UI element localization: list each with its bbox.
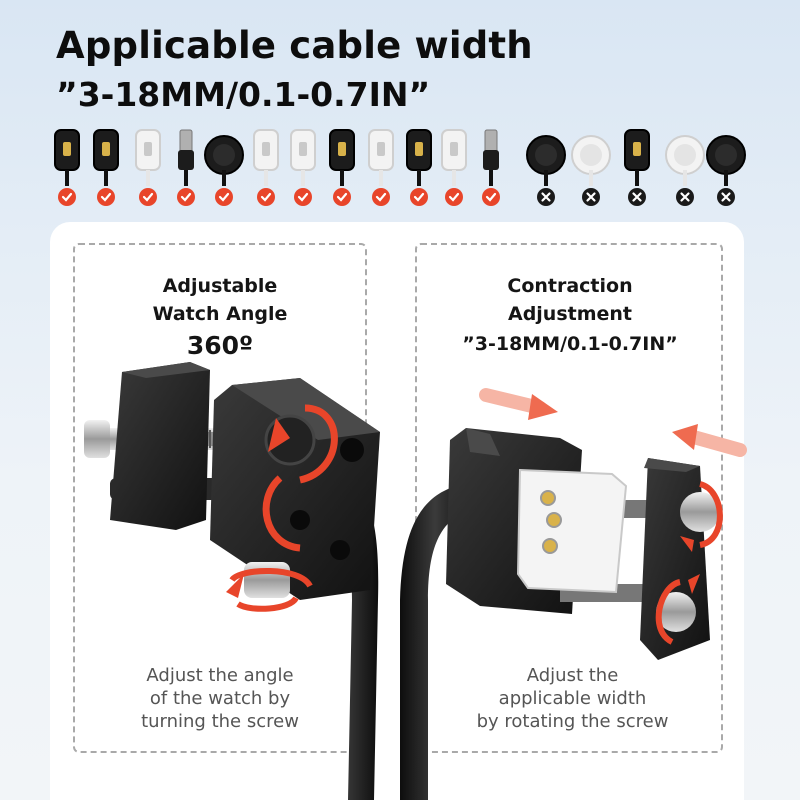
check-badge-icon (410, 188, 428, 206)
left-clamp (84, 362, 380, 612)
large-black-puck-icon (526, 135, 566, 206)
right-caption-line1: Adjust the (526, 665, 619, 686)
white-round-pad-icon (665, 135, 705, 206)
left-caption-line2: of the watch by (149, 688, 291, 709)
left-caption: Adjust the angle of the watch by turning… (100, 664, 340, 733)
check-badge-icon (294, 188, 312, 206)
black-charger-clip-icon (54, 129, 80, 206)
right-caption: Adjust the applicable width by rotating … (430, 664, 715, 733)
right-heading: Contraction Adjustment ”3-18MM/0.1-0.7IN… (420, 272, 720, 360)
white-four-pin-clip-icon (253, 129, 279, 206)
page-subtitle: ”3-18MM/0.1-0.7IN” (56, 75, 431, 114)
right-feature-box (415, 243, 723, 753)
cross-badge-icon (582, 188, 600, 206)
black-round-pad-icon (706, 135, 746, 206)
right-heading-line1: Contraction (507, 275, 633, 297)
black-gold-pin-clip-icon (406, 129, 432, 206)
check-badge-icon (482, 188, 500, 206)
left-heading-angle: 360º (186, 331, 254, 360)
page-title: Applicable cable width (56, 24, 533, 67)
connector-icons (54, 129, 746, 206)
black-dock-charger-icon (624, 129, 650, 206)
check-badge-icon (333, 188, 351, 206)
white-two-pin-clip-icon (135, 129, 161, 206)
check-badge-icon (139, 188, 157, 206)
black-square-charger-icon (93, 129, 119, 206)
right-caption-line2: applicable width (498, 688, 647, 709)
check-badge-icon (257, 188, 275, 206)
left-heading-line1: Adjustable (162, 275, 278, 297)
black-clamp-charger-icon (329, 129, 355, 206)
right-caption-line3: by rotating the screw (476, 711, 669, 732)
check-badge-icon (58, 188, 76, 206)
check-badge-icon (445, 188, 463, 206)
check-badge-icon (215, 188, 233, 206)
cross-badge-icon (537, 188, 555, 206)
connector-row (0, 120, 800, 212)
right-clamp (446, 388, 747, 660)
right-heading-line2: Adjustment (507, 303, 633, 325)
cross-badge-icon (676, 188, 694, 206)
usb-c-plug-icon (177, 129, 195, 206)
check-badge-icon (97, 188, 115, 206)
left-heading: Adjustable Watch Angle 360º (100, 272, 340, 364)
white-pogo-clip-icon (290, 129, 316, 206)
check-badge-icon (177, 188, 195, 206)
round-magnetic-puck-icon (204, 135, 244, 206)
left-caption-line1: Adjust the angle (146, 665, 294, 686)
cross-badge-icon (717, 188, 735, 206)
black-usb-plug-icon (482, 129, 500, 206)
check-badge-icon (372, 188, 390, 206)
left-heading-line2: Watch Angle (152, 303, 288, 325)
white-oval-charger-icon (441, 129, 467, 206)
white-cradle-charger-icon (368, 129, 394, 206)
right-heading-range: ”3-18MM/0.1-0.7IN” (462, 333, 678, 355)
silver-round-puck-icon (571, 135, 611, 206)
left-caption-line3: turning the screw (141, 711, 299, 732)
cross-badge-icon (628, 188, 646, 206)
